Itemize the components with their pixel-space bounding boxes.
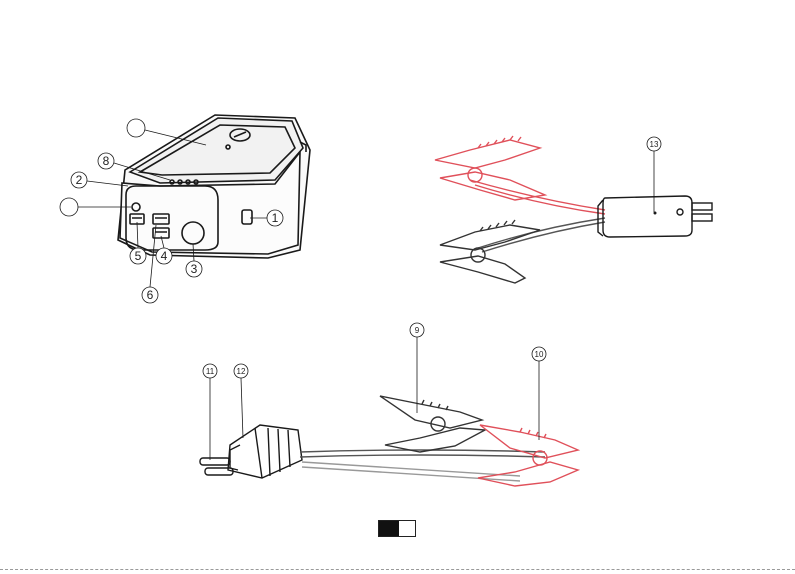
jumper-cable-callout-labels: 9 10 11 12 xyxy=(206,326,544,376)
callout-6: 6 xyxy=(147,288,154,302)
callout-circle-7 xyxy=(127,119,145,137)
smart-jumper-cable xyxy=(435,136,712,283)
callout-12: 12 xyxy=(237,367,246,376)
callout-1: 1 xyxy=(272,211,279,225)
callout-5: 5 xyxy=(135,249,142,263)
jumper-cable-callouts xyxy=(203,323,546,460)
control-box-callout: 13 xyxy=(647,137,661,212)
power-bank-device xyxy=(118,115,310,258)
callout-11: 11 xyxy=(206,367,215,376)
red-clamp-top xyxy=(435,136,545,200)
page-marker-fill xyxy=(379,521,399,536)
ec5-connector xyxy=(200,425,302,478)
callout-13: 13 xyxy=(650,140,659,149)
page-number-box xyxy=(378,520,416,537)
black-clamp-top xyxy=(440,220,540,283)
control-box xyxy=(598,196,712,237)
callout-circle-14 xyxy=(60,198,78,216)
jumper-cable-bottom xyxy=(200,396,578,486)
callout-8: 8 xyxy=(103,154,110,168)
callout-10: 10 xyxy=(535,350,544,359)
black-clamp-bottom xyxy=(380,396,485,452)
page-number xyxy=(399,521,415,536)
callout-4: 4 xyxy=(161,249,168,263)
bottom-divider xyxy=(0,569,795,570)
callout-9: 9 xyxy=(415,326,420,335)
callout-2: 2 xyxy=(76,173,83,187)
callout-3: 3 xyxy=(191,262,198,276)
